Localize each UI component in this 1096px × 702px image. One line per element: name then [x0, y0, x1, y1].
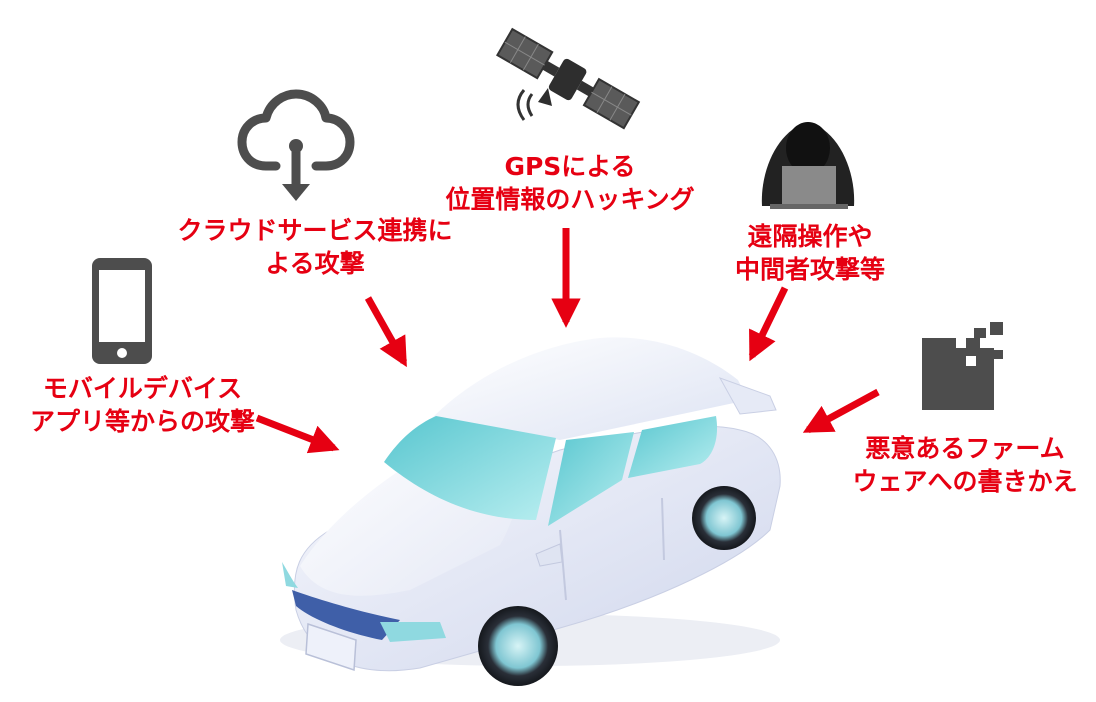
label-firmware-line1: 悪意あるファーム	[865, 434, 1065, 463]
attack-arrows	[255, 228, 880, 454]
label-cloud-line1: クラウドサービス連携に	[177, 216, 453, 245]
hacker-icon	[761, 122, 855, 209]
arrow-mobile	[255, 414, 340, 454]
label-gps-line1: GPSによる	[504, 152, 636, 181]
label-cloud-line2: よる攻撃	[265, 249, 365, 278]
arrow-firmware	[802, 388, 880, 434]
pixel-block-holes	[956, 338, 994, 366]
smartphone-icon	[92, 258, 152, 364]
label-remote-line1: 遠隔操作や	[747, 222, 873, 251]
label-remote-attack: 遠隔操作や 中間者攻撃等	[700, 220, 920, 286]
label-remote-line2: 中間者攻撃等	[734, 255, 885, 284]
car-illustration	[280, 337, 781, 686]
arrow-cloud	[364, 296, 408, 368]
satellite-icon	[496, 27, 641, 130]
label-gps-hacking: GPSによる 位置情報のハッキング	[430, 150, 710, 216]
label-mobile-attack: モバイルデバイス アプリ等からの攻撃	[20, 372, 265, 438]
label-mobile-line1: モバイルデバイス	[42, 374, 243, 403]
label-mobile-line2: アプリ等からの攻撃	[29, 407, 255, 436]
label-firmware-line2: ウェアへの書きかえ	[852, 467, 1078, 496]
cloud-download-arrowhead	[282, 139, 310, 201]
label-cloud-attack: クラウドサービス連携に よる攻撃	[170, 214, 460, 280]
label-gps-line2: 位置情報のハッキング	[445, 185, 695, 214]
arrow-remote	[748, 286, 789, 362]
label-firmware-attack: 悪意あるファーム ウェアへの書きかえ	[845, 432, 1085, 498]
pixel-block-icon	[922, 322, 1003, 410]
cloud-download-icon	[237, 89, 355, 189]
